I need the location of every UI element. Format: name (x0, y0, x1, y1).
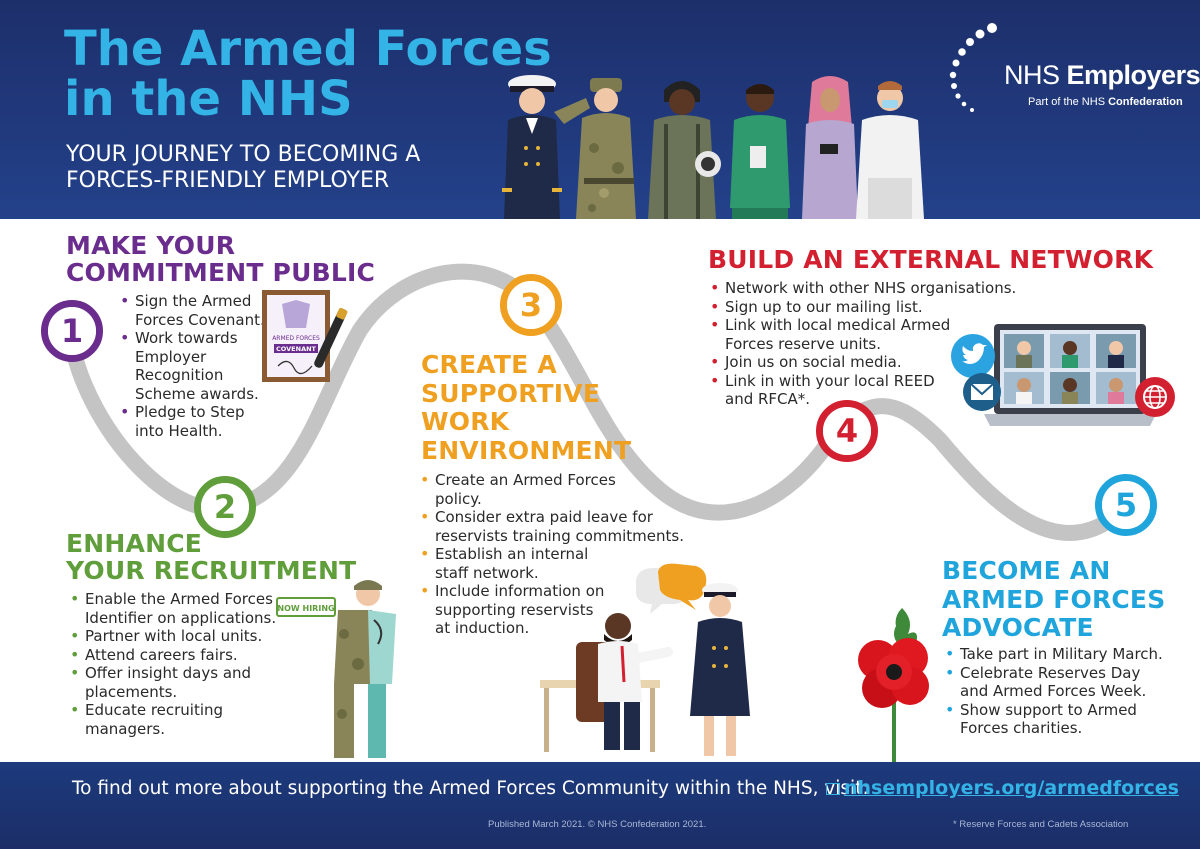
globe-icon (1135, 377, 1175, 417)
list-item: Create an Armed Forces policy. (419, 471, 699, 508)
list-item: Take part in Military March. (944, 645, 1184, 664)
meeting-illustration (540, 563, 750, 756)
step-5-title-line-3: ADVOCATE (942, 613, 1094, 642)
step-1-title: MAKE YOUR COMMITMENT PUBLIC (66, 232, 375, 286)
list-item: Work towards Employer Recognition Scheme… (119, 329, 269, 403)
list-item: Show support to Armed Forces charities. (944, 701, 1184, 738)
step-3-badge: 3 (500, 274, 562, 336)
step-2-title-line-2: YOUR RECRUITMENT (66, 556, 357, 585)
step-2-badge: 2 (194, 476, 256, 538)
now-hiring-illustration: NOW HIRING (276, 580, 396, 758)
nhs-employers-logo: NHS Employers Part of the NHS Confederat… (944, 22, 1200, 114)
logo-tagline: Part of the NHS Confederation (1028, 96, 1183, 108)
step-4-bullets: Network with other NHS organisations. Si… (709, 279, 1039, 409)
twitter-icon (951, 334, 995, 378)
footer-link[interactable]: nhsemployers.org/armedforces (826, 777, 1179, 799)
step-1-title-line-2: COMMITMENT PUBLIC (66, 258, 376, 287)
step-2-number: 2 (201, 483, 249, 531)
step-5-title: BECOME AN ARMED FORCES ADVOCATE (942, 556, 1166, 643)
poppy-illustration (858, 608, 929, 764)
step-4-title: BUILD AN EXTERNAL NETWORK (708, 246, 1153, 273)
step-3-title-line-1: CREATE A (421, 350, 557, 379)
step-4-badge: 4 (816, 400, 878, 462)
footer-link-label[interactable]: nhsemployers.org/armedforces (844, 777, 1179, 799)
list-item: Partner with local units. (69, 627, 299, 646)
footer-text: To find out more about supporting the Ar… (72, 778, 869, 799)
covenant-label-1: ARMED FORCES (272, 335, 320, 342)
list-item: Sign the Armed Forces Covenant. (119, 292, 269, 329)
subtitle-line-2: FORCES-FRIENDLY EMPLOYER (66, 168, 390, 193)
list-item: Educate recruiting managers. (69, 701, 299, 738)
step-3-title-line-4: ENVIRONMENT (421, 435, 632, 465)
step-3-bullets: Create an Armed Forces policy. Consider … (419, 471, 699, 638)
step-3-title-line-2: SUPPORTIVE (421, 378, 601, 408)
list-item: Consider extra paid leave for reservists… (419, 508, 699, 545)
list-item: Celebrate Reserves Day and Armed Forces … (944, 664, 1184, 701)
step-1-bullets: Sign the Armed Forces Covenant. Work tow… (119, 292, 269, 440)
step-4-number: 4 (823, 407, 871, 455)
list-item: Attend careers fairs. (69, 646, 299, 665)
list-item: Pledge to Step into Health. (119, 403, 269, 440)
step-5-title-line-2: ARMED FORCES (942, 584, 1166, 614)
page-subtitle: YOUR JOURNEY TO BECOMING A FORCES-FRIEND… (66, 142, 420, 194)
step-1-number: 1 (48, 307, 96, 355)
title-line-1: The Armed Forces (64, 21, 552, 77)
list-item: Sign up to our mailing list. (709, 298, 1039, 317)
covenant-document-illustration: ARMED FORCES COVENANT (262, 290, 348, 382)
list-item: Offer insight days and placements. (69, 664, 299, 701)
step-5-title-line-1: BECOME AN (942, 556, 1111, 585)
footnote: * Reserve Forces and Cadets Association (953, 819, 1129, 830)
step-1-title-line-1: MAKE YOUR (66, 231, 236, 260)
now-hiring-label: NOW HIRING (277, 604, 334, 613)
list-item: Establish an internal staff network. (419, 545, 699, 582)
list-item: Link with local medical Armed Forces res… (709, 316, 1039, 353)
list-item: Join us on social media. (709, 353, 1039, 372)
header-banner: The Armed Forces in the NHS YOUR JOURNEY… (0, 0, 1200, 219)
step-1-badge: 1 (41, 300, 103, 362)
step-2-title: ENHANCE YOUR RECRUITMENT (66, 530, 356, 584)
logo-name: NHS Employers (1004, 60, 1200, 90)
step-3-title-line-3: WORK (421, 407, 510, 436)
list-item: Network with other NHS organisations. (709, 279, 1039, 298)
step-3-title: CREATE A SUPPORTIVE WORK ENVIRONMENT (421, 350, 632, 465)
step-3-number: 3 (507, 281, 555, 329)
laptop-video-call-illustration (984, 324, 1156, 426)
step-2-title-line-1: ENHANCE (66, 529, 203, 558)
published-note: Published March 2021. © NHS Confederatio… (488, 819, 707, 830)
step-5-number: 5 (1102, 481, 1150, 529)
covenant-label-2: COVENANT (276, 345, 317, 353)
list-item: Enable the Armed Forces Identifier on ap… (69, 590, 299, 627)
title-line-2: in the NHS (64, 71, 353, 127)
footer-banner: To find out more about supporting the Ar… (0, 762, 1200, 849)
step-2-bullets: Enable the Armed Forces Identifier on ap… (69, 590, 299, 738)
list-item: Link in with your local REED and RFCA*. (709, 372, 1039, 409)
service-people-illustration (502, 75, 924, 219)
list-item: Include information on supporting reserv… (419, 582, 699, 638)
mail-icon (963, 373, 1001, 411)
subtitle-line-1: YOUR JOURNEY TO BECOMING A (66, 142, 421, 167)
page-title: The Armed Forces in the NHS (64, 24, 552, 124)
step-4-title-line-1: BUILD AN EXTERNAL NETWORK (708, 245, 1154, 274)
step-5-bullets: Take part in Military March. Celebrate R… (944, 645, 1184, 738)
external-link-icon (826, 783, 840, 795)
step-5-badge: 5 (1095, 474, 1157, 536)
